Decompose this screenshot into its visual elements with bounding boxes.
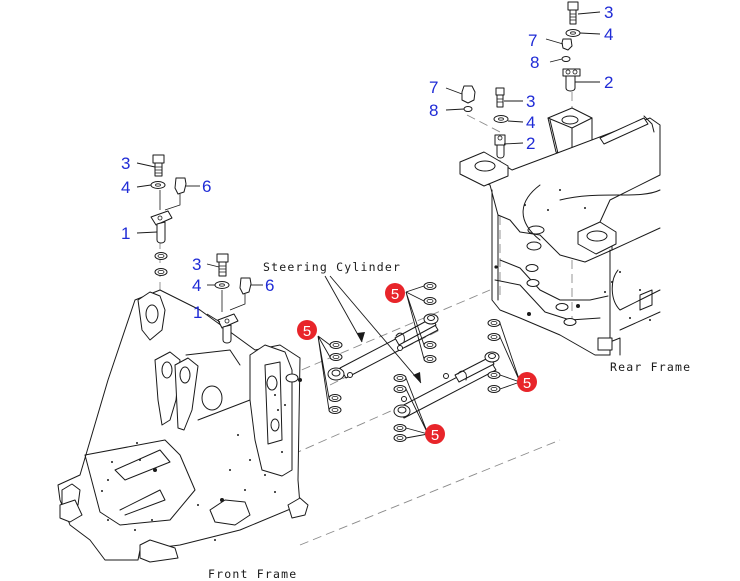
fastener-stack-top-right bbox=[561, 1, 581, 92]
badge-left-value: 5 bbox=[303, 323, 311, 340]
callout-upper-left-washer: 4 bbox=[121, 178, 130, 197]
callout-upper-left-bolt: 3 bbox=[121, 154, 130, 173]
callout-mid-right-bolt: 3 bbox=[526, 92, 535, 111]
callout-mid-right-washer: 4 bbox=[526, 113, 535, 132]
callout-lower-left-washer: 4 bbox=[192, 276, 201, 295]
rear-frame bbox=[459, 107, 661, 356]
steering-cylinder-upper bbox=[327, 313, 439, 381]
badge-bottom-center-value: 5 bbox=[431, 427, 439, 444]
callout-top-right-fitting: 7 bbox=[528, 31, 537, 50]
badge-top-center: 5 bbox=[385, 283, 405, 303]
steering-cylinder-label: Steering Cylinder bbox=[263, 260, 401, 274]
callout-mid-right-oring: 8 bbox=[429, 101, 438, 120]
washers-bottom-center bbox=[393, 374, 407, 442]
badge-left: 5 bbox=[297, 320, 317, 340]
callout-mid-right-pin: 2 bbox=[526, 134, 535, 153]
callout-mid-right-fitting: 7 bbox=[429, 78, 438, 97]
fastener-stack-mid-right bbox=[461, 85, 509, 159]
washers-right bbox=[487, 319, 501, 393]
badge-bottom-center: 5 bbox=[425, 424, 445, 444]
rear-frame-label: Rear Frame bbox=[610, 360, 691, 374]
badge-top-center-value: 5 bbox=[391, 286, 399, 303]
badge-right: 5 bbox=[517, 372, 537, 392]
washers-left bbox=[328, 341, 343, 414]
callout-top-right-bolt: 3 bbox=[604, 3, 613, 22]
callout-lower-left-fitting: 6 bbox=[265, 276, 274, 295]
callout-numbers: 3 4 7 8 2 7 8 3 4 2 3 4 6 1 3 4 6 1 bbox=[121, 3, 613, 322]
callout-upper-left-fitting: 6 bbox=[202, 177, 211, 196]
front-frame bbox=[57, 289, 309, 563]
callout-lower-left-pin: 1 bbox=[193, 303, 202, 322]
washers-front-frame-upper bbox=[154, 252, 168, 276]
callout-upper-left-pin: 1 bbox=[121, 224, 130, 243]
front-frame-label: Front Frame bbox=[208, 567, 297, 581]
callout-lower-left-bolt: 3 bbox=[192, 255, 201, 274]
badge-right-value: 5 bbox=[523, 375, 531, 392]
callout-top-right-pin: 2 bbox=[604, 73, 613, 92]
callout-top-right-washer: 4 bbox=[604, 25, 613, 44]
leader-lines bbox=[136, 11, 601, 439]
steering-cylinder-lower bbox=[393, 351, 500, 419]
fastener-stack-upper-left bbox=[150, 154, 187, 244]
fastener-stack-lower-left bbox=[214, 253, 252, 344]
callout-top-right-oring: 8 bbox=[530, 53, 539, 72]
